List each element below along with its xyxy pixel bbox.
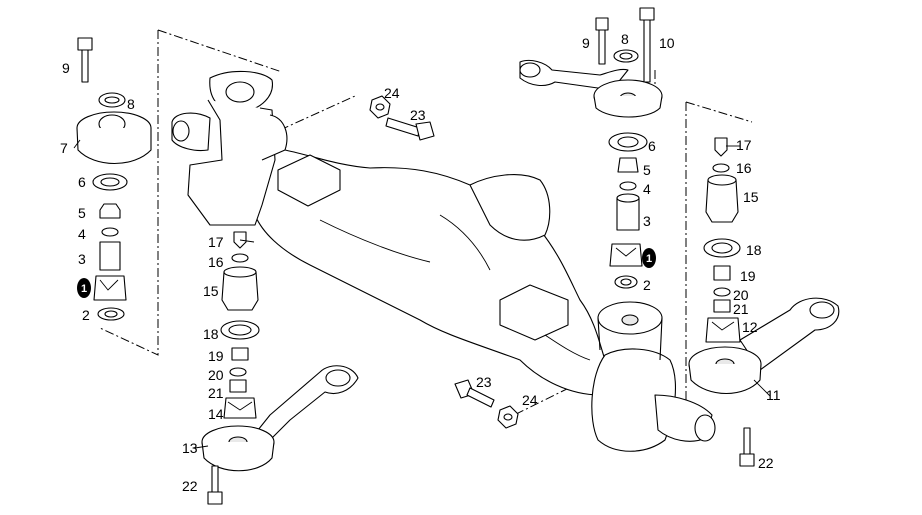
right-kingpin-stack	[703, 137, 755, 467]
axle-housing	[254, 144, 606, 396]
label-19-right: 19	[740, 268, 756, 284]
leader-lines	[73, 139, 771, 449]
label-3-left: 3	[78, 251, 86, 267]
label-15-right: 15	[743, 189, 759, 205]
label-17-left: 17	[208, 234, 224, 250]
label-21-left: 21	[208, 385, 224, 401]
svg-text:1: 1	[646, 253, 652, 265]
label-9-left: 9	[62, 60, 70, 76]
item-1-badge-left: 1	[77, 278, 91, 298]
label-16-left: 16	[208, 254, 224, 270]
lower-left-steering-arm	[201, 365, 359, 472]
label-10: 10	[659, 35, 675, 51]
label-18-right: 18	[746, 242, 762, 258]
label-15-left: 15	[203, 283, 219, 299]
upper-steering-arm	[519, 59, 663, 118]
svg-text:1: 1	[81, 283, 87, 295]
label-16-right: 16	[736, 160, 752, 176]
label-20-right: 20	[733, 287, 749, 303]
label-21-right: 21	[733, 301, 749, 317]
label-5-left: 5	[78, 205, 86, 221]
right-part-stack	[595, 7, 655, 289]
label-17-right: 17	[736, 137, 752, 153]
label-13: 13	[182, 440, 198, 456]
label-8-left: 8	[127, 96, 135, 112]
right-steering-knuckle	[591, 301, 716, 452]
label-22-right: 22	[758, 455, 774, 471]
label-20-left: 20	[208, 367, 224, 383]
label-6-right: 6	[648, 138, 656, 154]
label-23-bottom: 23	[476, 374, 492, 390]
label-4-left: 4	[78, 226, 86, 242]
label-6-left: 6	[78, 174, 86, 190]
left-steering-knuckle	[171, 70, 288, 226]
label-3-right: 3	[643, 213, 651, 229]
item-1-badge-right: 1	[642, 248, 656, 268]
label-22-left: 22	[182, 478, 198, 494]
label-24-bottom: 24	[522, 392, 538, 408]
label-12: 12	[742, 319, 758, 335]
lower-right-steering-arm	[688, 297, 840, 395]
label-14: 14	[208, 406, 224, 422]
label-5-right: 5	[643, 162, 651, 178]
part-number-labels: 9 8 7 6 5 4 3 2 17 16 15 18 19 20 21 14 …	[60, 31, 781, 494]
label-4-right: 4	[643, 181, 651, 197]
left-part-stack	[76, 37, 152, 321]
fasteners	[369, 95, 519, 429]
label-2-right: 2	[643, 277, 651, 293]
left-kingpin-stack	[207, 231, 260, 505]
label-9-right: 9	[582, 35, 590, 51]
label-7: 7	[60, 140, 68, 156]
label-24-top: 24	[384, 85, 400, 101]
label-19-left: 19	[208, 348, 224, 364]
label-18-left: 18	[203, 326, 219, 342]
label-8-right: 8	[621, 31, 629, 47]
label-2-left: 2	[82, 307, 90, 323]
label-11: 11	[766, 387, 781, 403]
label-23-top: 23	[410, 107, 426, 123]
